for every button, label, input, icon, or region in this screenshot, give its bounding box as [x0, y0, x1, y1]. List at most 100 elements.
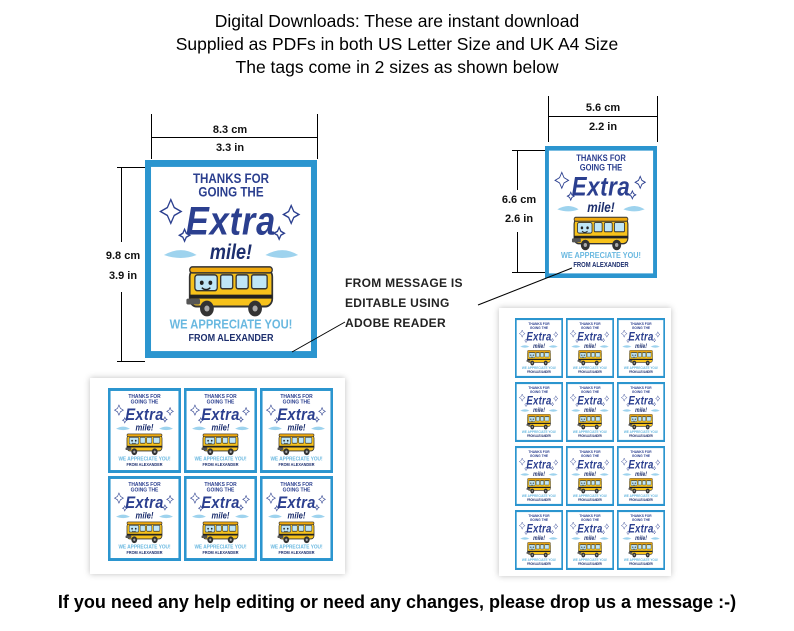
tag-artwork: THANKS FOR GOING THE Extra mile! — [184, 388, 257, 473]
tag-mile-text: mile! — [533, 406, 545, 414]
sparkle-icons — [620, 329, 661, 348]
large-height-tick-bottom — [117, 361, 145, 362]
small-height-tick-bottom — [512, 272, 545, 273]
tag-extra-text: Extra — [628, 394, 654, 408]
tag-artwork: THANKS FOR GOING THE Extra mile! — [617, 510, 665, 570]
tag-thanks-text: THANKS FOR GOING THE — [528, 449, 550, 458]
tag-thanks-text: THANKS FOR GOING THE — [579, 321, 601, 330]
tag-mile-text: mile! — [635, 534, 647, 542]
school-bus-icon — [628, 478, 653, 494]
tag-thanks-text: THANKS FOR GOING THE — [128, 480, 161, 493]
tag-appreciate-text: WE APPRECIATE YOU! — [270, 455, 323, 462]
tag-mile-text: mile! — [211, 422, 230, 433]
tag-mile-text: mile! — [584, 342, 596, 350]
tag-from-text: FROM ALEXANDER — [527, 434, 551, 438]
mini-tag: THANKS FOR GOING THE Extra mile! — [108, 476, 181, 561]
tag-appreciate-text: WE APPRECIATE YOU! — [521, 557, 557, 562]
large-height-line-top — [121, 167, 122, 242]
sparkle-icons — [518, 329, 559, 348]
tag-mile-text: mile! — [584, 406, 596, 414]
tag-extra-text: Extra — [526, 330, 552, 344]
tag-artwork: THANKS FOR GOING THE Extra mile! — [545, 146, 657, 278]
tag-appreciate-text: WE APPRECIATE YOU! — [118, 543, 171, 550]
tag-extra-text: Extra — [277, 493, 316, 512]
sparkle-icons — [554, 171, 647, 212]
tag-artwork: THANKS FOR GOING THE Extra mile! — [566, 510, 614, 570]
large-height-in: 3.9 in — [108, 270, 138, 282]
school-bus-icon — [125, 521, 163, 544]
sparkle-icons — [265, 404, 326, 431]
school-bus-icon — [577, 478, 602, 494]
tag-thanks-text: THANKS FOR GOING THE — [630, 385, 652, 394]
school-bus-icon — [526, 542, 551, 558]
tag-frame — [515, 510, 563, 570]
small-height-in: 2.6 in — [504, 213, 534, 225]
tag-frame — [108, 476, 181, 561]
school-bus-icon — [526, 414, 551, 430]
tag-artwork: THANKS FOR GOING THE Extra mile! — [617, 382, 665, 442]
tag-appreciate-text: WE APPRECIATE YOU! — [561, 250, 641, 261]
school-bus-icon — [526, 350, 551, 366]
tag-appreciate-text: WE APPRECIATE YOU! — [572, 365, 608, 370]
tag-artwork: THANKS FOR GOING THE Extra mile! — [260, 388, 333, 473]
tag-artwork: THANKS FOR GOING THE Extra mile! — [566, 446, 614, 506]
large-height-tick-top — [117, 167, 145, 168]
sparkle-icons — [159, 197, 301, 259]
mini-tag: THANKS FOR GOING THE Extra mile! — [566, 318, 614, 378]
sparkle-icons — [569, 329, 610, 348]
tag-artwork: THANKS FOR GOING THE Extra mile! — [515, 510, 563, 570]
tag-appreciate-text: WE APPRECIATE YOU! — [521, 493, 557, 498]
sparkle-icons — [113, 404, 174, 431]
tag-extra-text: Extra — [577, 394, 603, 408]
tag-mile-text: mile! — [209, 241, 253, 264]
tag-extra-text: Extra — [577, 458, 603, 472]
tag-frame — [566, 318, 614, 378]
tag-mile-text: mile! — [584, 534, 596, 542]
mini-tag: THANKS FOR GOING THE Extra mile! — [515, 510, 563, 570]
tag-appreciate-text: WE APPRECIATE YOU! — [623, 365, 659, 370]
tag-artwork: THANKS FOR GOING THE Extra mile! — [617, 318, 665, 378]
tag-thanks-text: THANKS FOR GOING THE — [528, 385, 550, 394]
tag-artwork: THANKS FOR GOING THE Extra mile! — [145, 160, 317, 358]
tag-thanks-text: THANKS FOR GOING THE — [630, 321, 652, 330]
tag-extra-text: Extra — [277, 405, 316, 424]
school-bus-icon — [277, 433, 315, 456]
tag-appreciate-text: WE APPRECIATE YOU! — [572, 493, 608, 498]
large-width-tick-left — [151, 114, 152, 159]
tag-mile-text: mile! — [635, 406, 647, 414]
tag-mile-text: mile! — [635, 342, 647, 350]
tag-from-text: FROM ALEXANDER — [578, 434, 602, 438]
mini-tag: THANKS FOR GOING THE Extra mile! — [617, 446, 665, 506]
sparkle-icons — [620, 457, 661, 476]
header-line-1: Digital Downloads: These are instant dow… — [214, 11, 580, 31]
mini-tag: THANKS FOR GOING THE Extra mile! — [108, 388, 181, 473]
tag-mile-text: mile! — [533, 342, 545, 350]
tag-artwork: THANKS FOR GOING THE Extra mile! — [108, 476, 181, 561]
school-bus-icon — [577, 542, 602, 558]
tag-frame — [260, 388, 333, 473]
tag-appreciate-text: WE APPRECIATE YOU! — [572, 429, 608, 434]
tag-frame — [184, 388, 257, 473]
tag-thanks-text: THANKS FOR GOING THE — [579, 385, 601, 394]
tag-from-text: FROM ALEXANDER — [527, 498, 551, 502]
tag-extra-text: Extra — [201, 493, 240, 512]
sparkle-icons — [189, 492, 250, 519]
tag-appreciate-text: WE APPRECIATE YOU! — [572, 557, 608, 562]
small-height-tick-top — [512, 150, 545, 151]
school-bus-icon — [577, 414, 602, 430]
us-letter-sheet-preview: THANKS FOR GOING THE Extra mile! — [90, 378, 345, 574]
tag-appreciate-text: WE APPRECIATE YOU! — [521, 429, 557, 434]
tag-from-text: FROM ALEXANDER — [126, 549, 163, 556]
small-width-cm: 5.6 cm — [585, 102, 621, 114]
tag-thanks-text: THANKS FOR GOING THE — [280, 480, 313, 493]
tag-extra-text: Extra — [125, 405, 164, 424]
large-width-tick-right — [317, 114, 318, 159]
tag-from-text: FROM ALEXANDER — [202, 461, 239, 468]
tag-from-text: FROM ALEXANDER — [126, 461, 163, 468]
large-width-cm: 8.3 cm — [212, 124, 248, 136]
editable-note: FROM MESSAGE IS EDITABLE USING ADOBE REA… — [345, 276, 463, 330]
tag-artwork: THANKS FOR GOING THE Extra mile! — [566, 382, 614, 442]
sparkle-icons — [518, 393, 559, 412]
school-bus-icon — [628, 414, 653, 430]
school-bus-icon — [125, 433, 163, 456]
